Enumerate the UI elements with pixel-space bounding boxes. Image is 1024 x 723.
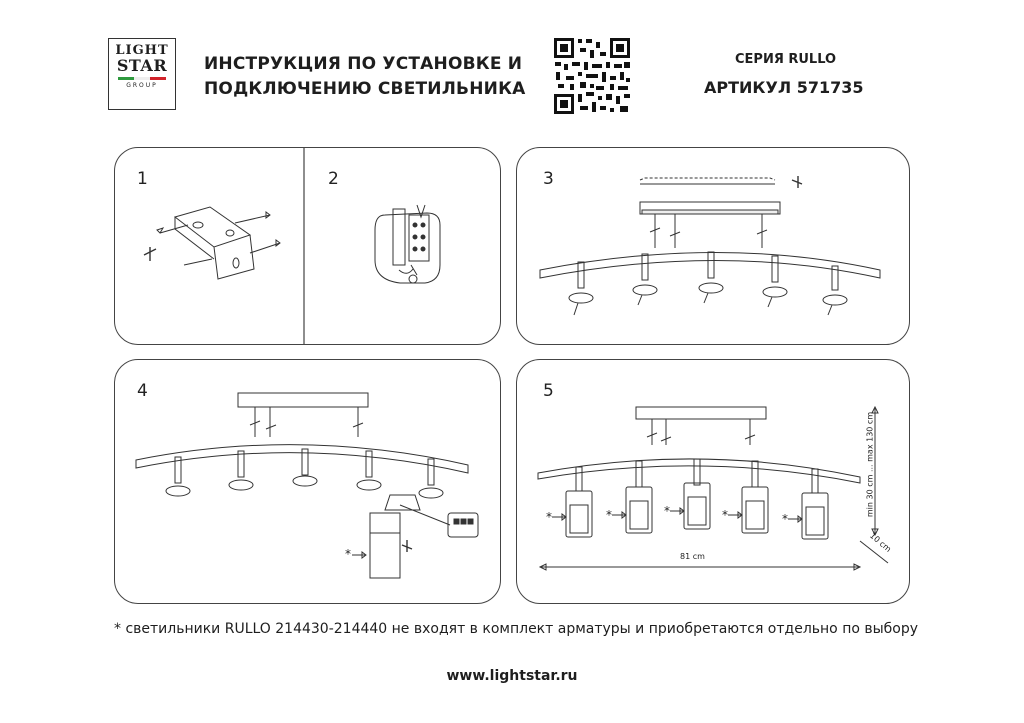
step1-bracket-diagram bbox=[143, 206, 281, 280]
step5-asterisk-4: * bbox=[722, 508, 728, 522]
page-title: ИНСТРУКЦИЯ ПО УСТАНОВКЕ И ПОДКЛЮЧЕНИЮ СВ… bbox=[204, 52, 544, 102]
panel-step-3 bbox=[516, 147, 910, 345]
website-link[interactable]: www.lightstar.ru bbox=[446, 668, 578, 684]
logo-text-star: STAR bbox=[116, 56, 168, 75]
step5-asterisk-1: * bbox=[546, 510, 552, 524]
step2-terminal-diagram bbox=[374, 204, 441, 284]
article-label: АРТИКУЛ 571735 bbox=[704, 78, 864, 97]
series-label: СЕРИЯ RULLO bbox=[735, 52, 837, 67]
panel-step-5 bbox=[516, 359, 910, 604]
step5-asterisk-5: * bbox=[782, 512, 788, 526]
step-number-2: 2 bbox=[328, 169, 339, 189]
step-number-5: 5 bbox=[543, 381, 554, 401]
qr-code[interactable] bbox=[552, 36, 632, 116]
logo-flag bbox=[118, 77, 166, 80]
step4-assembly-diagram bbox=[135, 392, 479, 579]
footnote: * светильники RULLO 214430-214440 не вхо… bbox=[114, 621, 919, 637]
logo-text-light: LIGHT bbox=[115, 43, 169, 58]
step5-asterisk-2: * bbox=[606, 508, 612, 522]
step-number-4: 4 bbox=[137, 381, 148, 401]
dimension-width: 81 cm bbox=[680, 552, 705, 561]
step4-asterisk: * bbox=[345, 547, 351, 561]
step-number-3: 3 bbox=[543, 169, 554, 189]
logo-text-group: GROUP bbox=[126, 82, 158, 89]
dimension-height: min 30 cm ... max 130 cm bbox=[865, 411, 875, 518]
step3-assembly-diagram bbox=[539, 176, 881, 316]
step5-asterisk-3: * bbox=[664, 504, 670, 518]
title-line-1: ИНСТРУКЦИЯ ПО УСТАНОВКЕ И bbox=[204, 54, 523, 74]
panel-steps-1-2 bbox=[114, 147, 501, 345]
step-number-1: 1 bbox=[137, 169, 148, 189]
lightstar-logo: LIGHT STAR GROUP bbox=[108, 38, 176, 110]
title-line-2: ПОДКЛЮЧЕНИЮ СВЕТИЛЬНИКА bbox=[204, 79, 526, 99]
panel-step-4 bbox=[114, 359, 501, 604]
step5-assembly-diagram bbox=[537, 405, 889, 571]
